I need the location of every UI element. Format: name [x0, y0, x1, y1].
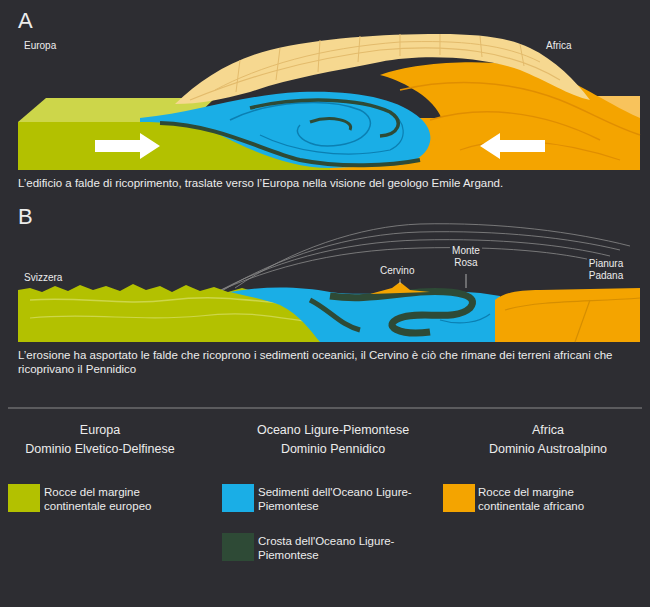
legend-swatch [8, 484, 40, 512]
legend-swatch [222, 484, 254, 512]
legend-heading: Oceano Ligure-Piemontese [238, 423, 428, 438]
legend-label: Sedimenti dell'Oceano Ligure-Piemontese [258, 485, 433, 513]
caption: L’edificio a falde di ricoprimento, tras… [18, 176, 638, 190]
legend-swatch [222, 533, 254, 561]
legend-heading: Dominio Pennidico [238, 442, 428, 457]
section-b [18, 224, 640, 342]
place-label: Monte Rosa [450, 245, 482, 269]
place-label: Svizzera [24, 272, 94, 284]
caption: L’erosione ha asportato le falde che ric… [18, 348, 643, 376]
legend-label: Rocce del margine continentale africano [478, 485, 638, 513]
separator-rule [8, 408, 642, 409]
legend-label: Crosta dell'Oceano Ligure-Piemontese [258, 534, 418, 562]
place-label: Pianura Padana [587, 258, 626, 282]
legend-swatch [443, 484, 475, 512]
panel-letter: B [18, 204, 58, 231]
region-label: Africa [546, 40, 606, 52]
region-label: Europa [24, 40, 84, 52]
legend-heading: Dominio Elvetico-Delfinese [10, 442, 190, 457]
legend-heading: Dominio Austroalpino [458, 442, 638, 457]
legend-heading: Europa [20, 423, 180, 438]
section-a [18, 34, 640, 170]
panel-letter: A [18, 8, 58, 35]
legend-heading: Africa [458, 423, 638, 438]
legend-label: Rocce del margine continentale europeo [44, 485, 204, 513]
place-label: Cervino [380, 265, 419, 277]
